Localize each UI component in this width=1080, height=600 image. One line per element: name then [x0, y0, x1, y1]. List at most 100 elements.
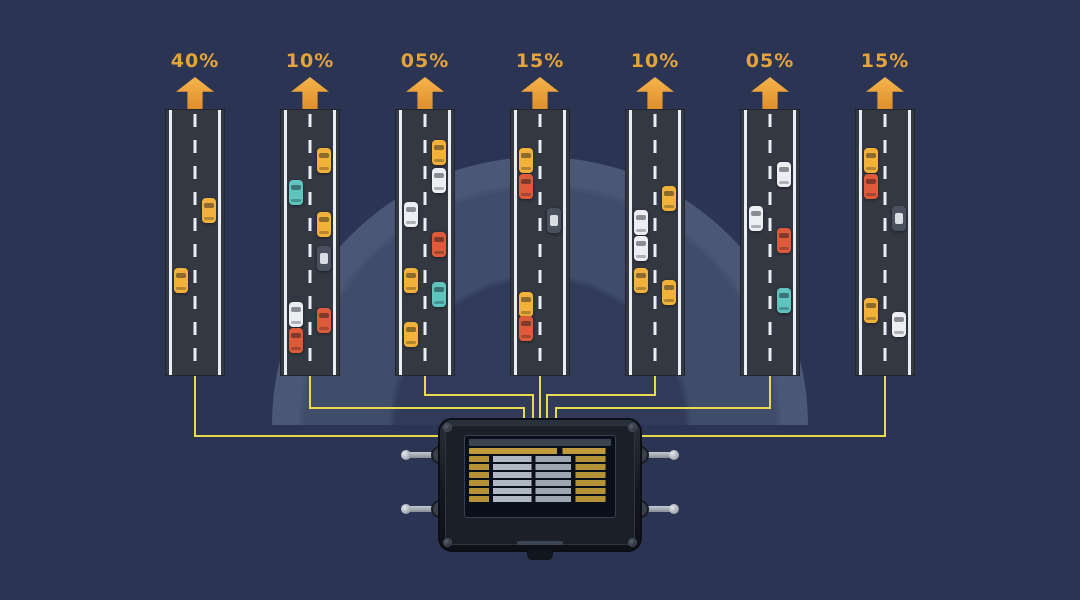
car-windshield [779, 167, 789, 172]
car-rear-window [434, 301, 444, 304]
device-logo-strip [517, 541, 563, 545]
car [432, 232, 446, 257]
connector-line [769, 375, 771, 409]
up-arrow-icon [406, 77, 444, 109]
car [289, 328, 303, 353]
road [396, 110, 454, 375]
car-windshield [406, 207, 416, 212]
car-rear-window [894, 331, 904, 334]
car [864, 148, 878, 173]
radar-device [438, 418, 642, 552]
car-windshield [521, 321, 531, 326]
car [404, 322, 418, 347]
car-rear-window [636, 287, 646, 290]
up-arrow-icon [866, 77, 904, 109]
car-windshield [291, 333, 301, 338]
up-arrow-icon [521, 77, 559, 109]
car-rear-window [406, 341, 416, 344]
car-rear-window [779, 181, 789, 184]
lane-percent-label: 10% [269, 50, 351, 72]
car [432, 168, 446, 193]
road-center-dash [769, 114, 772, 371]
up-arrow-icon [291, 77, 329, 109]
connector-line [309, 375, 311, 409]
car-roof [550, 215, 558, 226]
car-rear-window [636, 255, 646, 258]
screen-data-row [469, 456, 611, 462]
car-windshield [291, 307, 301, 312]
port-tip [669, 450, 679, 460]
car [662, 186, 676, 211]
car [519, 174, 533, 199]
car-windshield [319, 313, 329, 318]
corner-screw-icon [628, 538, 637, 547]
car-rear-window [779, 247, 789, 250]
car-rear-window [866, 317, 876, 320]
lane-percent-label: 10% [614, 50, 696, 72]
car-windshield [664, 285, 674, 290]
connector-line [556, 407, 770, 409]
port-tip [401, 504, 411, 514]
car-windshield [204, 203, 214, 208]
car [547, 208, 561, 233]
car-rear-window [204, 217, 214, 220]
car-rear-window [319, 167, 329, 170]
car-windshield [664, 191, 674, 196]
traffic-lane: 15% [511, 50, 569, 375]
connector-line [547, 394, 655, 396]
car-rear-window [406, 287, 416, 290]
screen-data-row [469, 480, 611, 486]
car [404, 268, 418, 293]
car-windshield [521, 297, 531, 302]
car-windshield [434, 145, 444, 150]
device-side-port [406, 506, 440, 512]
car-rear-window [521, 167, 531, 170]
car [777, 162, 791, 187]
car-roof [320, 253, 328, 264]
car-windshield [176, 273, 186, 278]
car [519, 316, 533, 341]
car [289, 302, 303, 327]
car [634, 268, 648, 293]
car-roof [895, 213, 903, 224]
car-windshield [521, 179, 531, 184]
lane-percent-label: 40% [154, 50, 236, 72]
car [174, 268, 188, 293]
connector-line [884, 375, 886, 437]
screen-data-row [469, 488, 611, 494]
car-rear-window [176, 287, 186, 290]
lane-percent-label: 15% [499, 50, 581, 72]
car-windshield [894, 317, 904, 322]
connector-line [539, 375, 541, 421]
car [892, 312, 906, 337]
car [777, 228, 791, 253]
screen-data-row [469, 496, 611, 502]
car-rear-window [434, 251, 444, 254]
car-windshield [434, 287, 444, 292]
car [202, 198, 216, 223]
road-center-dash [424, 114, 427, 371]
connector-line [194, 375, 196, 437]
car-windshield [521, 153, 531, 158]
car-rear-window [866, 193, 876, 196]
connector-line [310, 407, 524, 409]
road [856, 110, 914, 375]
car-windshield [751, 211, 761, 216]
device-bottom-tab [527, 550, 553, 560]
car-windshield [406, 327, 416, 332]
car [432, 140, 446, 165]
car [864, 174, 878, 199]
car-windshield [866, 179, 876, 184]
car-rear-window [636, 229, 646, 232]
car-rear-window [779, 307, 789, 310]
traffic-lane: 05% [396, 50, 454, 375]
car-windshield [434, 173, 444, 178]
car [864, 298, 878, 323]
car-rear-window [434, 159, 444, 162]
road-center-dash [194, 114, 197, 371]
car-windshield [291, 185, 301, 190]
lane-percent-label: 05% [384, 50, 466, 72]
car [289, 180, 303, 205]
road [511, 110, 569, 375]
